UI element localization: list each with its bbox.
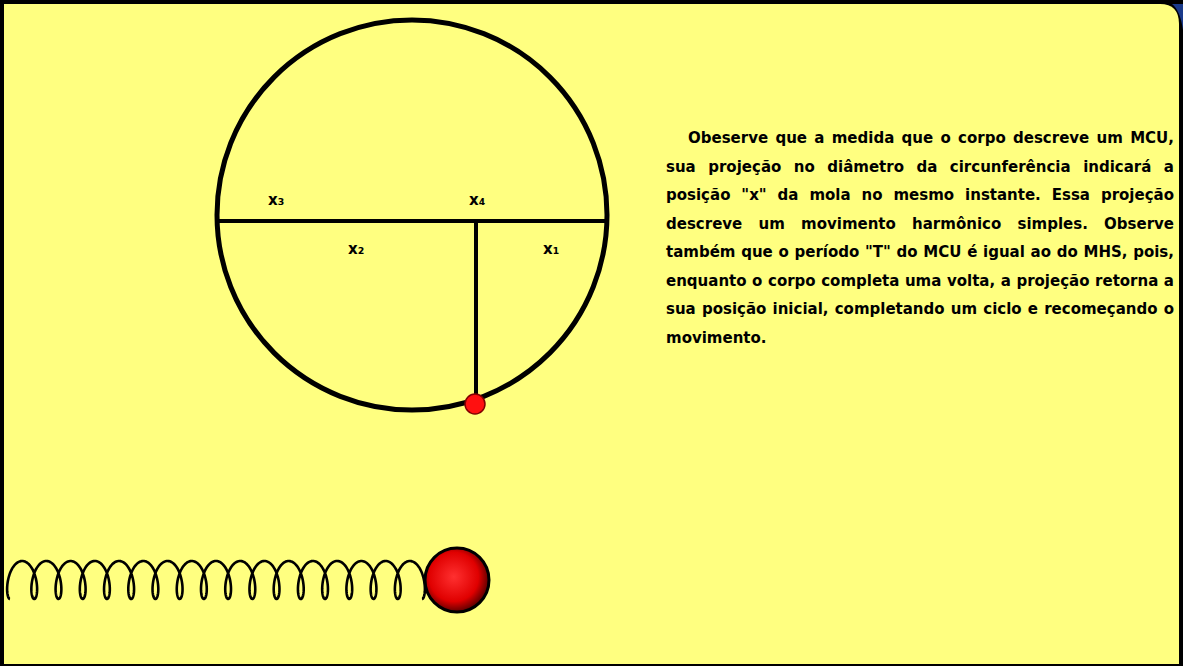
circle-mcu xyxy=(217,20,607,410)
corner-tab xyxy=(1172,4,1183,30)
position-label: x₂ xyxy=(348,240,364,258)
body-dot xyxy=(465,394,485,414)
spring xyxy=(7,561,425,599)
background xyxy=(4,4,1179,664)
position-label: x₃ xyxy=(268,191,284,209)
position-label: x₄ xyxy=(469,191,485,209)
spring-coil xyxy=(7,561,425,599)
mass-ball xyxy=(425,548,489,612)
position-label: x₁ xyxy=(543,240,559,258)
diameter xyxy=(216,219,608,223)
explanation-text: Obeserve que a medida que o corpo descre… xyxy=(666,124,1174,352)
projection-line xyxy=(474,221,478,402)
